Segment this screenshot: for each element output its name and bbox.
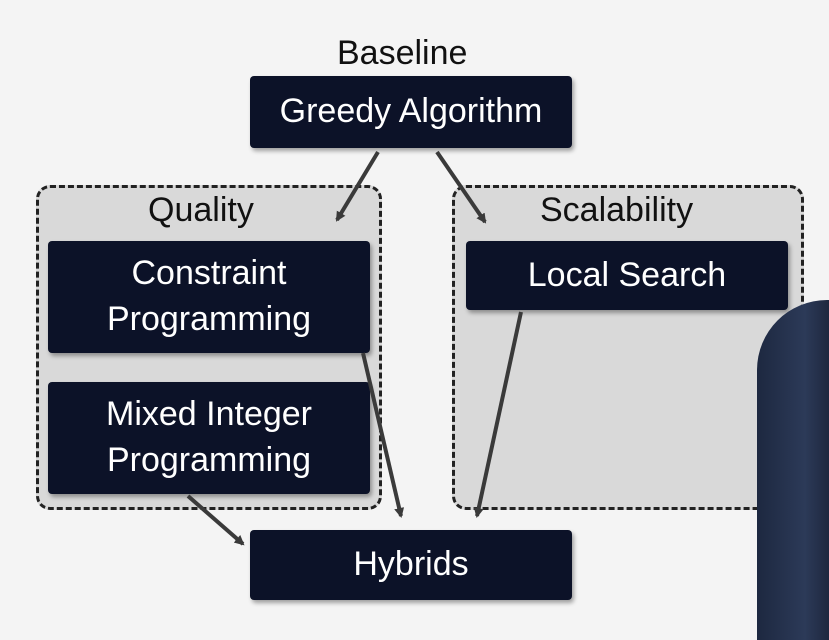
arrow-greedy-to-quality: [335, 150, 380, 222]
local-search-label: Local Search: [527, 255, 727, 294]
arrow-greedy-to-scalability: [435, 150, 487, 224]
hybrids-label: Hybrids: [353, 545, 469, 584]
local-search-node: Local Search: [466, 241, 788, 310]
quality-heading: Quality: [148, 191, 254, 229]
presenter-silhouette: [757, 300, 829, 640]
mixed-integer-programming-node: Mixed Integer Programming: [48, 382, 370, 494]
arrow-localsearch-to-hybrids: [473, 311, 523, 518]
constraint-programming-node: Constraint Programming: [48, 241, 370, 353]
greedy-algorithm-label: Greedy Algorithm: [279, 92, 543, 131]
mixed-integer-programming-label: Mixed Integer Programming: [106, 395, 312, 479]
constraint-programming-label: Constraint Programming: [106, 254, 312, 338]
greedy-algorithm-node: Greedy Algorithm: [250, 76, 572, 148]
scalability-heading: Scalability: [540, 191, 694, 229]
arrow-mip-to-hybrids: [186, 494, 245, 546]
arrow-constraint-to-hybrids: [361, 352, 405, 518]
baseline-heading: Baseline: [337, 34, 468, 72]
hybrids-node: Hybrids: [250, 530, 572, 600]
scalability-group: [452, 185, 804, 510]
